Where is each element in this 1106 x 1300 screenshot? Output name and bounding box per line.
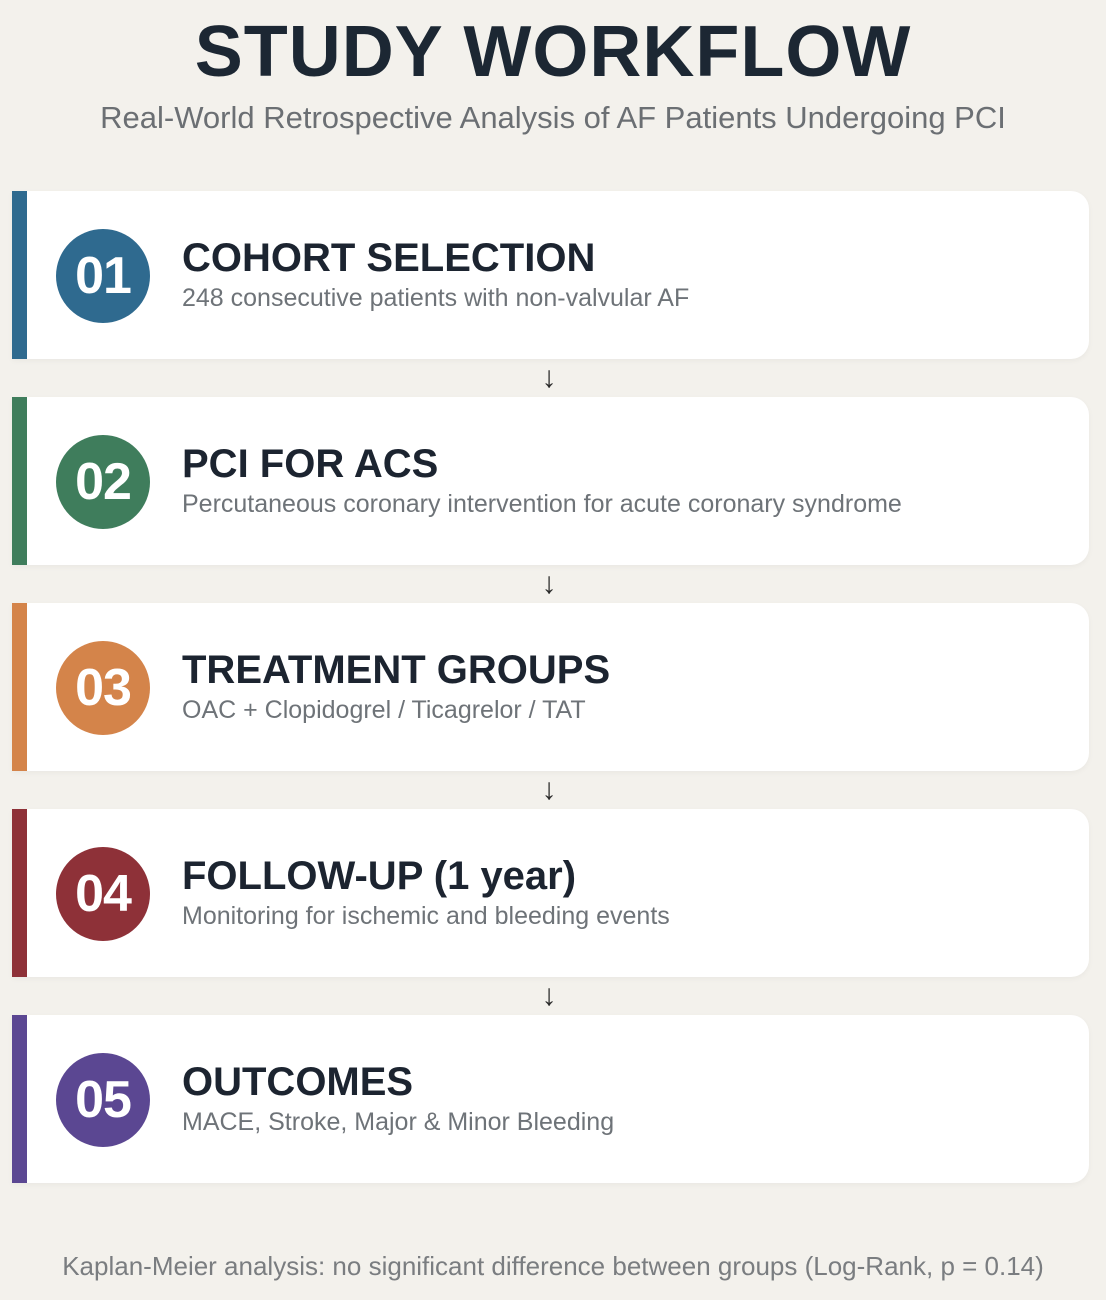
step-title: COHORT SELECTION [182, 236, 596, 280]
step-description: OAC + Clopidogrel / Ticagrelor / TAT [182, 696, 586, 724]
down-arrow-icon: ↓ [541, 773, 557, 806]
step-card-pci-for-acs: 02 PCI FOR ACS Percutaneous coronary int… [12, 397, 1089, 565]
step-title: FOLLOW-UP (1 year) [182, 854, 577, 898]
step-title: TREATMENT GROUPS [182, 648, 611, 692]
step-accent-bar [12, 191, 27, 359]
down-arrow-icon: ↓ [541, 361, 557, 394]
step-connector: ↓ [12, 359, 1089, 397]
step-accent-bar [12, 809, 27, 977]
page-subtitle: Real-World Retrospective Analysis of AF … [100, 100, 1006, 135]
step-description: Percutaneous coronary intervention for a… [182, 490, 902, 518]
footnote: Kaplan-Meier analysis: no significant di… [62, 1251, 1044, 1281]
step-title: PCI FOR ACS [182, 442, 439, 486]
step-card-follow-up: 04 FOLLOW-UP (1 year) Monitoring for isc… [12, 809, 1089, 977]
step-number-badge: 05 [56, 1053, 150, 1147]
step-title: OUTCOMES [182, 1060, 414, 1104]
step-card-treatment-groups: 03 TREATMENT GROUPS OAC + Clopidogrel / … [12, 603, 1089, 771]
page-title: STUDY WORKFLOW [194, 12, 912, 92]
step-accent-bar [12, 603, 27, 771]
down-arrow-icon: ↓ [541, 979, 557, 1012]
step-card-cohort-selection: 01 COHORT SELECTION 248 consecutive pati… [12, 191, 1089, 359]
step-description: MACE, Stroke, Major & Minor Bleeding [182, 1108, 615, 1136]
step-card-outcomes: 05 OUTCOMES MACE, Stroke, Major & Minor … [12, 1015, 1089, 1183]
step-number-badge: 02 [56, 435, 150, 529]
step-number-badge: 01 [56, 229, 150, 323]
step-description: 248 consecutive patients with non-valvul… [182, 284, 690, 312]
step-connector: ↓ [12, 771, 1089, 809]
step-accent-bar [12, 397, 27, 565]
step-number-badge: 04 [56, 847, 150, 941]
workflow-steps: 01 COHORT SELECTION 248 consecutive pati… [12, 191, 1089, 1183]
step-connector: ↓ [12, 977, 1089, 1015]
step-connector: ↓ [12, 565, 1089, 603]
step-accent-bar [12, 1015, 27, 1183]
step-number-badge: 03 [56, 641, 150, 735]
down-arrow-icon: ↓ [541, 567, 557, 600]
step-description: Monitoring for ischemic and bleeding eve… [182, 902, 670, 930]
